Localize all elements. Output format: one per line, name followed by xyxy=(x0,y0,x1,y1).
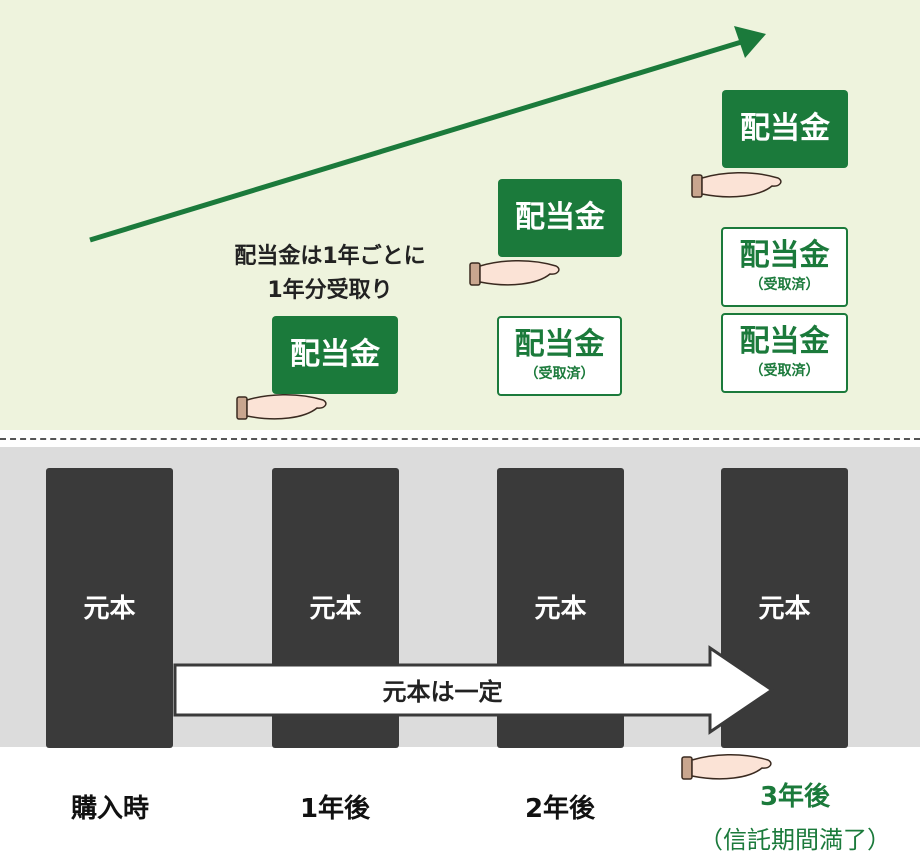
note-line-1: 配当金は1年ごとに xyxy=(234,244,426,269)
open-palm-hand-icon xyxy=(236,393,327,420)
open-palm-hand-icon xyxy=(469,259,560,286)
trust-maturity-note: （信託期間満了） xyxy=(699,826,891,854)
timeline-purchase: 購入時 xyxy=(70,794,149,824)
open-palm-hand-icon xyxy=(681,753,772,780)
principal-constant-label: 元本は一定 xyxy=(382,678,503,706)
principal-pillar-purchase: 元本 xyxy=(46,468,173,748)
section-divider xyxy=(0,438,920,440)
received-dividend-box-year2: 配当金（受取済） xyxy=(497,316,622,396)
note-line-2: 1年分受取り xyxy=(267,278,393,303)
principal-label: 元本 xyxy=(758,594,811,624)
timeline-year3: 3年後 xyxy=(759,782,831,812)
principal-label: 元本 xyxy=(534,594,587,624)
timeline-year2: 2年後 xyxy=(524,794,596,824)
dividend-box-year3: 配当金 xyxy=(722,90,848,168)
open-palm-hand-icon xyxy=(691,171,782,198)
received-dividend-box-year3-b: 配当金（受取済） xyxy=(721,313,848,393)
dividend-note: 配当金は1年ごとに 1年分受取り xyxy=(190,240,470,308)
received-dividend-box-year3-a: 配当金（受取済） xyxy=(721,227,848,307)
principal-label: 元本 xyxy=(309,594,362,624)
principal-label: 元本 xyxy=(83,594,136,624)
dividend-box-year1: 配当金 xyxy=(272,316,398,394)
dividend-box-year2: 配当金 xyxy=(498,179,622,257)
timeline-year1: 1年後 xyxy=(299,794,371,824)
